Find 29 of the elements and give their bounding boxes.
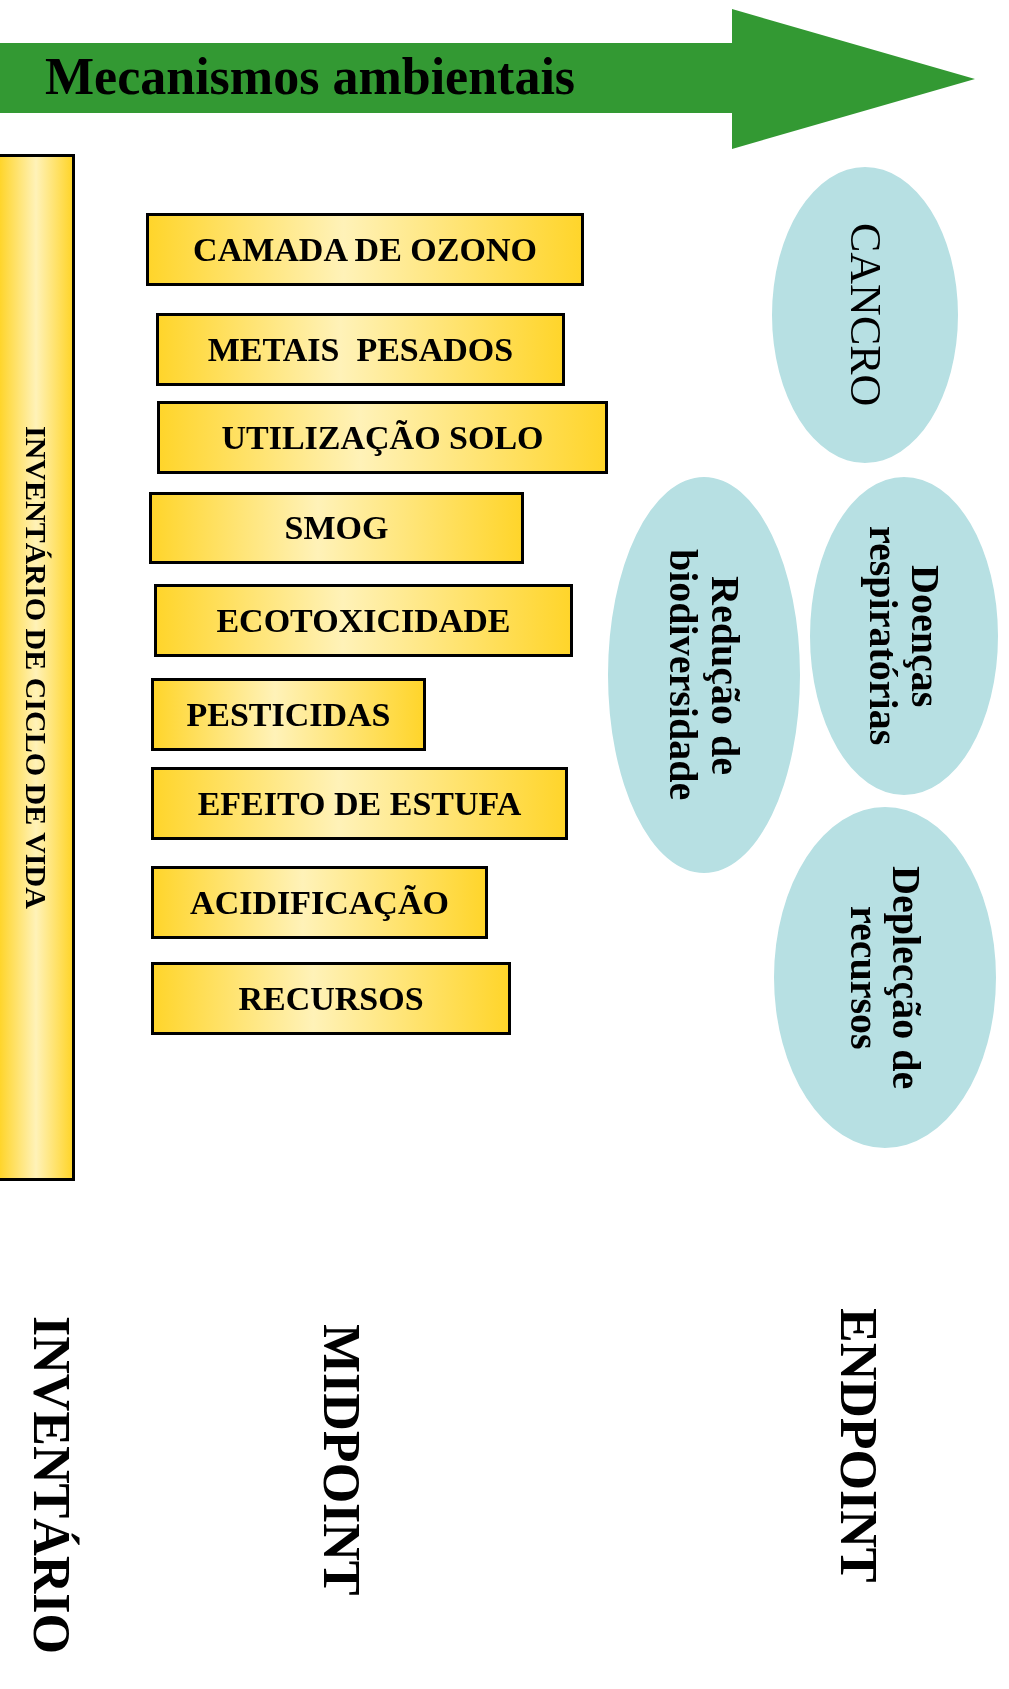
impact-box [149, 492, 524, 564]
box-label: PESTICIDAS [186, 695, 391, 734]
impact-box [151, 678, 426, 751]
impact-box [156, 313, 565, 386]
column-heading: INVENTÁRIO [22, 1316, 81, 1655]
impact-box [154, 584, 573, 657]
ellipse-label: Doenças respiratórias [862, 525, 946, 748]
ellipse-label: Redução de biodiversidade [662, 548, 746, 803]
box-label: SMOG [284, 509, 389, 547]
inventory-bar [0, 154, 75, 1181]
impact-box [151, 767, 568, 840]
box-label: METAIS PESADOS [207, 330, 514, 369]
box-label: UTILIZAÇÃO SOLO [221, 418, 544, 457]
box-label: ACIDIFICAÇÃO [190, 883, 449, 922]
impact-box [157, 401, 608, 474]
box-label: RECURSOS [238, 979, 424, 1018]
impact-box [151, 962, 511, 1035]
ellipse-label: CANCRO [841, 223, 889, 407]
column-heading: ENDPOINT [829, 1308, 888, 1583]
column-heading: MIDPOINT [312, 1324, 371, 1596]
ellipse-label: Deplecção de recursos [843, 864, 927, 1092]
banner-title: Mecanismos ambientais [45, 47, 576, 107]
box-label: CAMADA DE OZONO [193, 230, 537, 269]
box-label: ECOTOXICIDADE [216, 601, 511, 640]
bar-label: INVENTÁRIO DE CICLO DE VIDA [20, 426, 52, 909]
impact-box [146, 213, 584, 286]
box-label: EFEITO DE ESTUFA [197, 784, 522, 823]
impact-box [151, 866, 488, 939]
arrow-banner [0, 9, 975, 149]
